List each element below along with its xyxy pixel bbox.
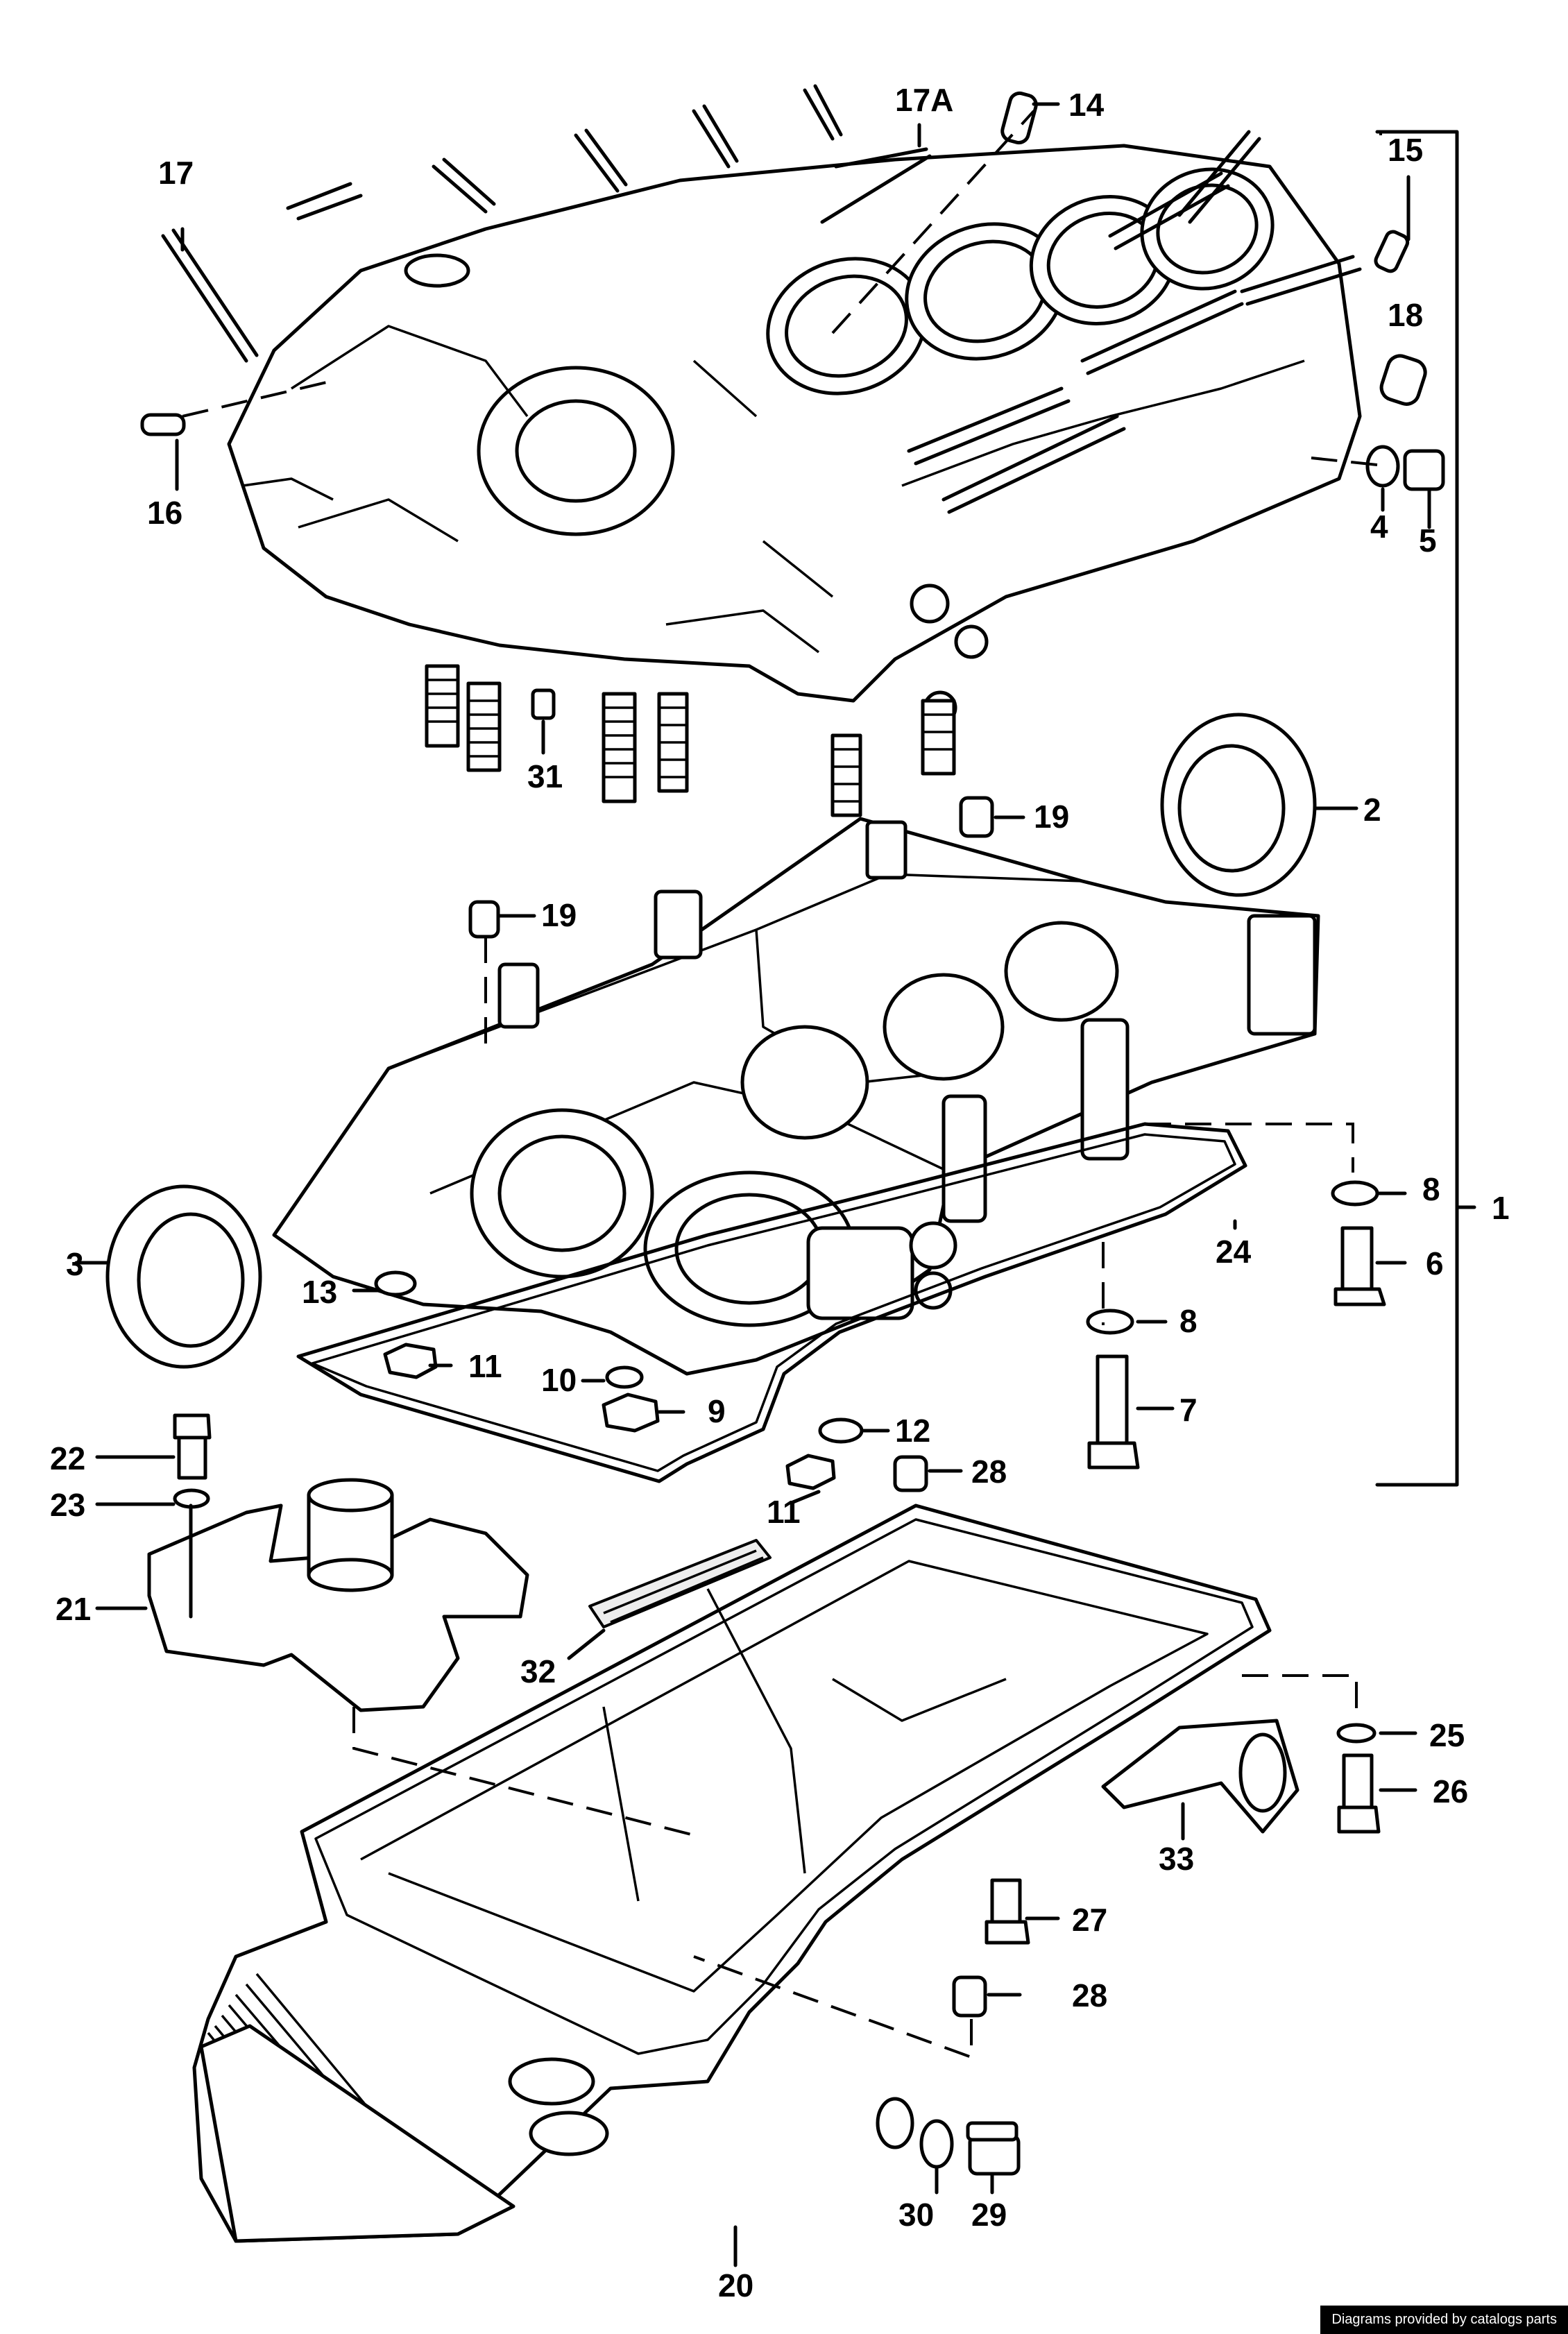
callout-6: 6	[1426, 1245, 1444, 1281]
callout-13: 13	[302, 1274, 337, 1310]
callout-11b: 11	[767, 1494, 801, 1530]
block-bearing-bolts	[425, 664, 956, 817]
callout-18: 18	[1388, 297, 1423, 333]
callout-17A: 17A	[895, 82, 953, 118]
callout-22: 22	[50, 1440, 85, 1476]
callout-10: 10	[541, 1362, 577, 1398]
callout-28b: 28	[1072, 1977, 1107, 2013]
callout-8b: 8	[1179, 1303, 1198, 1339]
callout-5: 5	[1419, 522, 1437, 559]
callout-9: 9	[708, 1393, 726, 1429]
crankcase-lower-half	[272, 817, 1320, 1376]
callout-30: 30	[898, 2197, 934, 2233]
callout-14: 14	[1068, 87, 1105, 123]
oil-pan-20	[192, 1504, 1381, 2243]
callout-7: 7	[1179, 1392, 1198, 1428]
callout-4: 4	[1370, 509, 1388, 545]
callout-2: 2	[1363, 792, 1381, 828]
callout-16: 16	[147, 495, 182, 531]
oil-pan-gasket	[296, 1122, 1247, 1483]
callout-32: 32	[520, 1653, 556, 1689]
callout-8a: 8	[1422, 1171, 1440, 1207]
callout-12: 12	[895, 1413, 930, 1449]
callout-27: 27	[1072, 1902, 1107, 1938]
seal-3	[105, 1184, 262, 1369]
callout-33: 33	[1159, 1841, 1194, 1877]
callout-23: 23	[50, 1487, 85, 1523]
callout-labels: 1 2 3 4 5 6 7 8 8 9 10 11 11 12 13 14 15…	[50, 82, 1510, 2303]
crankcase-upper-block	[227, 144, 1362, 725]
callout-20: 20	[718, 2267, 753, 2303]
callout-29: 29	[971, 2197, 1007, 2233]
callout-19a: 19	[1034, 799, 1069, 835]
oil-pickup-strainer-21	[147, 1413, 529, 1712]
callout-leader-lines	[74, 102, 1476, 2267]
small-fasteners	[140, 91, 1445, 1492]
seal-2	[1160, 713, 1317, 897]
callout-15: 15	[1388, 132, 1423, 168]
callout-1: 1	[1492, 1190, 1510, 1226]
callout-19b: 19	[541, 897, 577, 933]
callout-26: 26	[1433, 1773, 1468, 1809]
oil-strainer-screen-32	[588, 1539, 772, 1628]
callout-28a: 28	[971, 1454, 1007, 1490]
credit-badge: Diagrams provided by catalogs parts	[1320, 2306, 1568, 2334]
cylinder-studs	[286, 84, 1362, 514]
callout-24: 24	[1216, 1234, 1252, 1270]
callout-3: 3	[66, 1246, 84, 1282]
callout-11a: 11	[468, 1348, 502, 1384]
callout-25: 25	[1429, 1717, 1465, 1753]
callout-31: 31	[527, 758, 563, 794]
callout-17: 17	[158, 155, 194, 191]
callout-21: 21	[56, 1591, 91, 1627]
